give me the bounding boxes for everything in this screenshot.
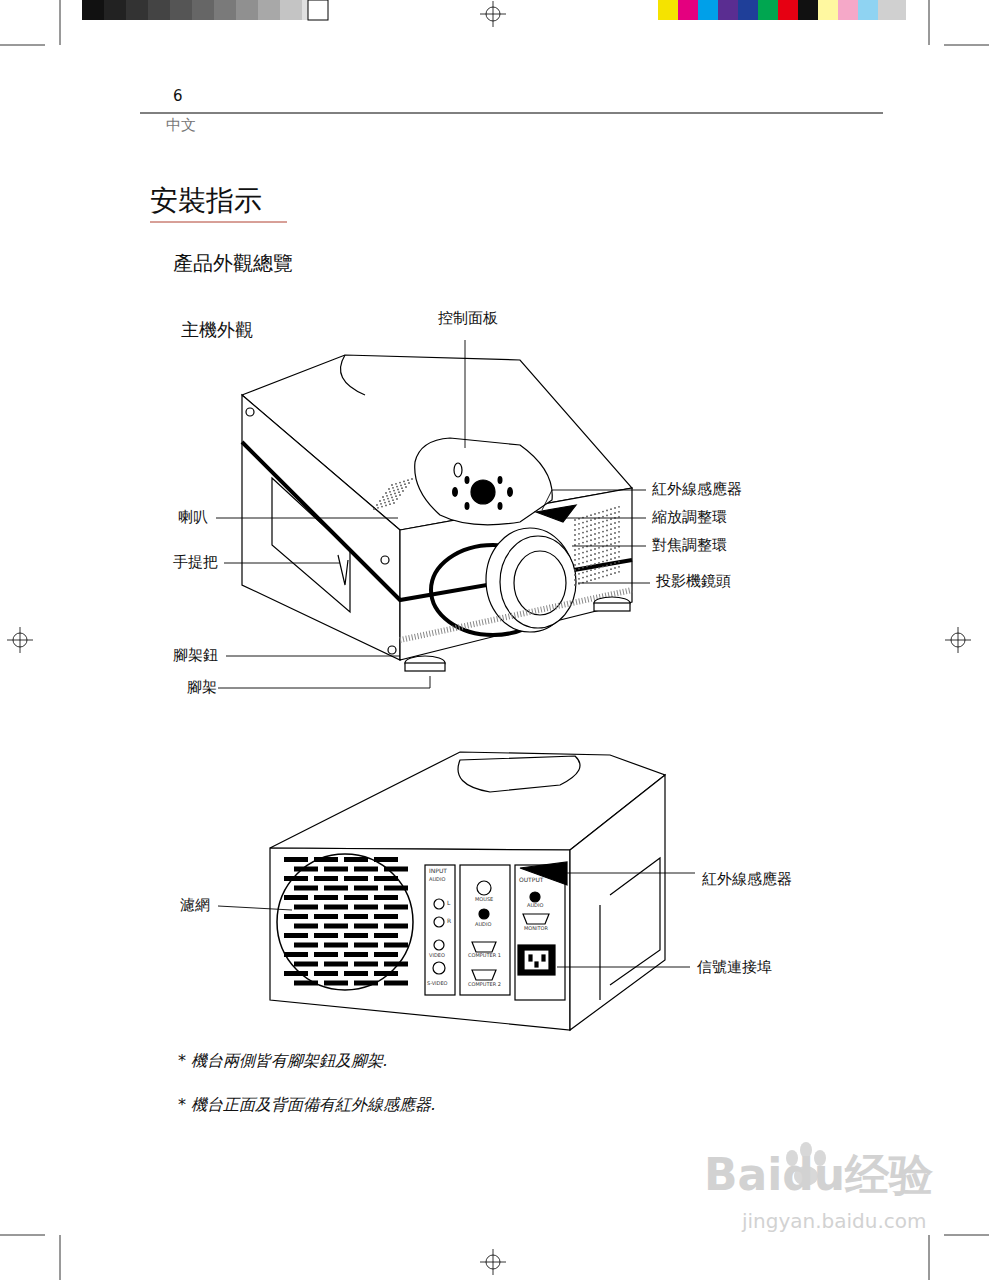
part-label: 腳架鈕 [173,647,218,664]
port-label: S-VIDEO [427,981,448,987]
language-tag: 中文 [166,117,196,134]
part-label: 手提把 [173,554,218,571]
port-label: MOUSE [475,897,493,903]
part-label: 縮放調整環 [652,509,727,526]
part-label: 紅外線感應器 [652,481,742,498]
sub-heading: 主機外觀 [181,320,253,341]
port-label: VIDEO [429,953,445,959]
projector-rear [270,752,665,1030]
note-text: * 機台正面及背面備有紅外線感應器. [178,1096,436,1114]
header-rule [140,113,883,114]
part-label: 對焦調整環 [652,537,727,554]
part-label: 濾網 [180,897,210,914]
filter-slots [284,857,408,986]
section-title: 安裝指示 [150,185,262,217]
part-label: 控制面板 [438,310,498,327]
part-label: 紅外線感應器 [702,871,792,888]
speaker-dots [373,478,620,586]
part-label: 喇叭 [178,509,208,526]
port-label: MONITOR [524,926,548,932]
part-label: 信號連接埠 [697,959,772,976]
page-number: 6 [173,88,183,105]
watermark: Baidu经验 [704,1150,933,1201]
port-label: AUDIO [527,903,543,909]
port-label: COMPUTER 2 [468,982,501,988]
port-label: COMPUTER 1 [468,953,501,959]
port-label: INPUT [429,868,447,875]
part-label: 腳架 [187,679,217,696]
projector-front [242,355,632,671]
section-heading: 產品外觀總覽 [173,252,293,275]
port-label: L [447,900,450,907]
title-underline [150,222,287,223]
watermark: jingyan.baidu.com [742,1210,927,1233]
part-label: 投影機鏡頭 [656,573,731,590]
print-bars [82,0,906,20]
port-label: AUDIO [475,922,491,928]
port-label: AUDIO [429,877,445,883]
port-label: R [447,918,451,925]
leader-lines [216,340,695,967]
note-text: * 機台兩側皆有腳架鈕及腳架. [178,1052,388,1070]
port-label: OUTPUT [519,877,543,884]
